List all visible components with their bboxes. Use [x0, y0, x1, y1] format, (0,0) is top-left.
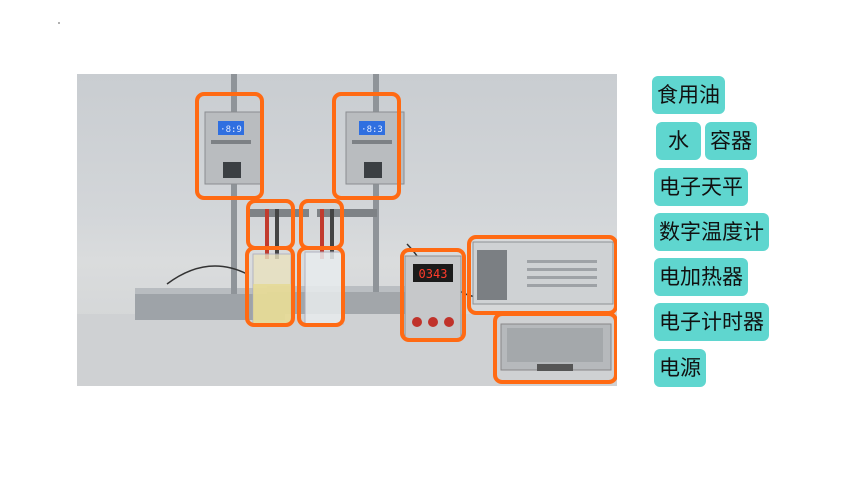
- power-supply-highlight: [467, 235, 617, 315]
- balance-highlight: [493, 312, 617, 384]
- label-container: 容器: [705, 122, 757, 160]
- experiment-photo: ·8:9 ·8:3 0343: [77, 74, 617, 386]
- oil-beaker-highlight: [245, 246, 295, 327]
- svg-text:·8:9: ·8:9: [220, 125, 242, 135]
- svg-text:·8:3: ·8:3: [361, 125, 383, 135]
- thermometer-left-highlight: [195, 92, 264, 200]
- label-heater: 电加热器: [654, 258, 748, 296]
- heater-left-highlight: [246, 199, 295, 250]
- label-water: 水: [656, 122, 701, 160]
- svg-text:0343: 0343: [419, 267, 448, 281]
- water-beaker-highlight: [297, 246, 345, 327]
- label-thermometer: 数字温度计: [654, 213, 769, 251]
- label-power: 电源: [654, 349, 706, 387]
- heater-right-highlight: [299, 199, 344, 250]
- water-beaker: [304, 251, 344, 325]
- label-balance: 电子天平: [654, 168, 748, 206]
- label-timer: 电子计时器: [654, 303, 769, 341]
- label-oil: 食用油: [652, 76, 725, 114]
- thermometer-right-highlight: [332, 92, 401, 200]
- apparatus-illustration: ·8:9 ·8:3 0343: [77, 74, 617, 386]
- timer-highlight: [400, 248, 466, 342]
- slide-marker-dot: [58, 22, 60, 24]
